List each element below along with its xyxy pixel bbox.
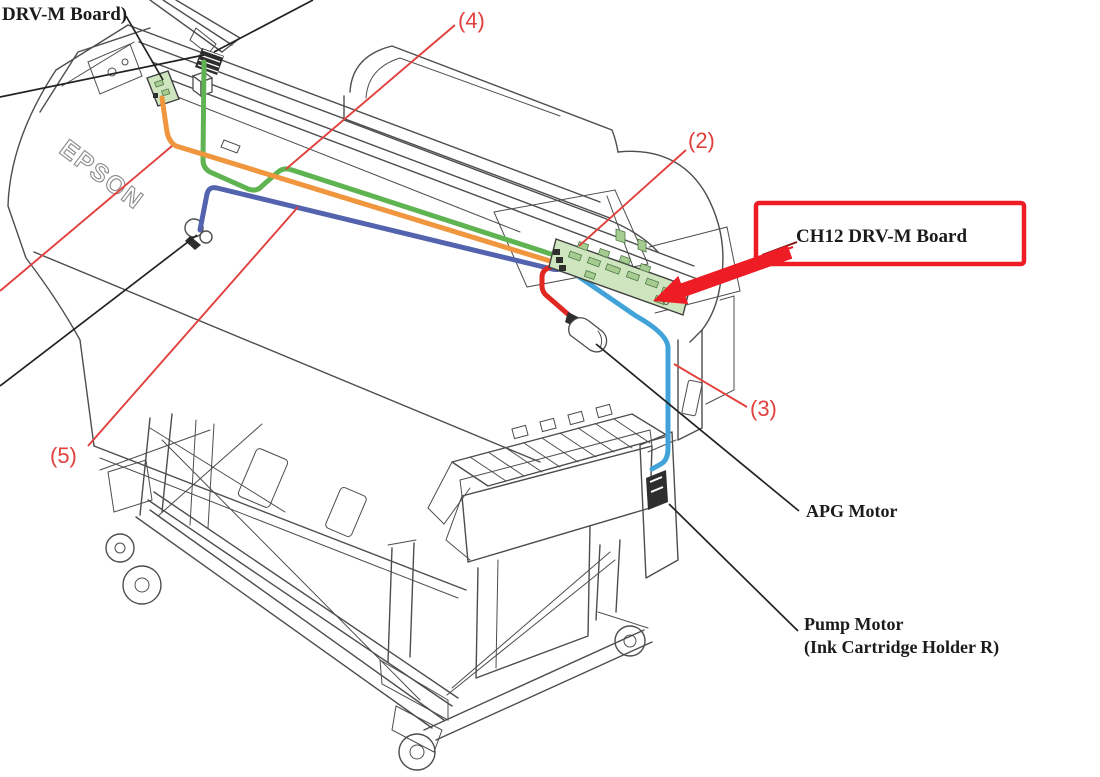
- leader-pump-motor: [668, 503, 799, 632]
- leader-drvm-board: [125, 15, 164, 81]
- cover-opening-frames: [493, 189, 741, 314]
- caster-left-front: [122, 565, 162, 605]
- leader-apg-motor: [595, 343, 800, 512]
- callout-3: (3): [750, 396, 777, 421]
- assembly-hatching: [469, 418, 651, 482]
- callout-4: (4): [458, 8, 485, 33]
- leader-4: [285, 24, 456, 170]
- cyan-cable: [569, 269, 671, 472]
- partial-drvm-label: DRV-M Board): [2, 4, 127, 25]
- apg-motor: [565, 312, 608, 353]
- ch12-board-label: CH12 DRV-M Board: [796, 226, 967, 247]
- epson-logo: EPSON: [54, 134, 149, 215]
- front-face: [33, 251, 541, 599]
- leader-5: [87, 206, 299, 447]
- left-cover: EPSON: [7, 24, 150, 447]
- roll-cover: [343, 45, 724, 343]
- green-cable: [200, 59, 559, 257]
- pump-motor-label-line1: Pump Motor: [804, 614, 903, 634]
- leader-offscreen-left: [0, 145, 173, 292]
- caster-rear-right: [614, 625, 646, 657]
- leader-left-lower: [0, 234, 198, 387]
- ch12-callout: CH12 DRV-M Board: [653, 200, 1027, 305]
- caster-center-front: [391, 705, 443, 771]
- assembly-slots: [511, 403, 613, 440]
- stand-and-basket: [99, 413, 653, 771]
- leader-3: [673, 363, 748, 408]
- caster-left-rear: [105, 533, 135, 563]
- ink-cartridge-holder-assembly: [427, 403, 679, 679]
- ch12-drvm-board: [548, 228, 691, 316]
- leader-lines-black: [0, 0, 800, 632]
- leader-lines-red: [0, 24, 748, 447]
- big-red-arrow: [653, 245, 793, 305]
- leader-left-upper: [0, 54, 205, 98]
- callout-2: (2): [688, 128, 715, 153]
- red-cable: [539, 258, 573, 319]
- rear-left-frame: [39, 27, 151, 113]
- apg-motor-label: APG Motor: [806, 501, 897, 521]
- text-labels: DRV-M Board) (4) (2) (3) (5) APG Motor P…: [2, 4, 999, 658]
- cable-clamp: [184, 218, 213, 250]
- board-components: [553, 228, 676, 306]
- leader-2: [578, 149, 687, 247]
- pump-motor-label-line2: (Ink Cartridge Holder R): [804, 637, 999, 658]
- printer-line-art: EPSON: [7, 0, 741, 771]
- callout-5: (5): [50, 443, 77, 468]
- right-side-panels: [647, 295, 735, 453]
- leader-top-connector: [213, 0, 314, 53]
- callout-box: [753, 200, 1027, 267]
- small-drvm-board: [146, 70, 180, 107]
